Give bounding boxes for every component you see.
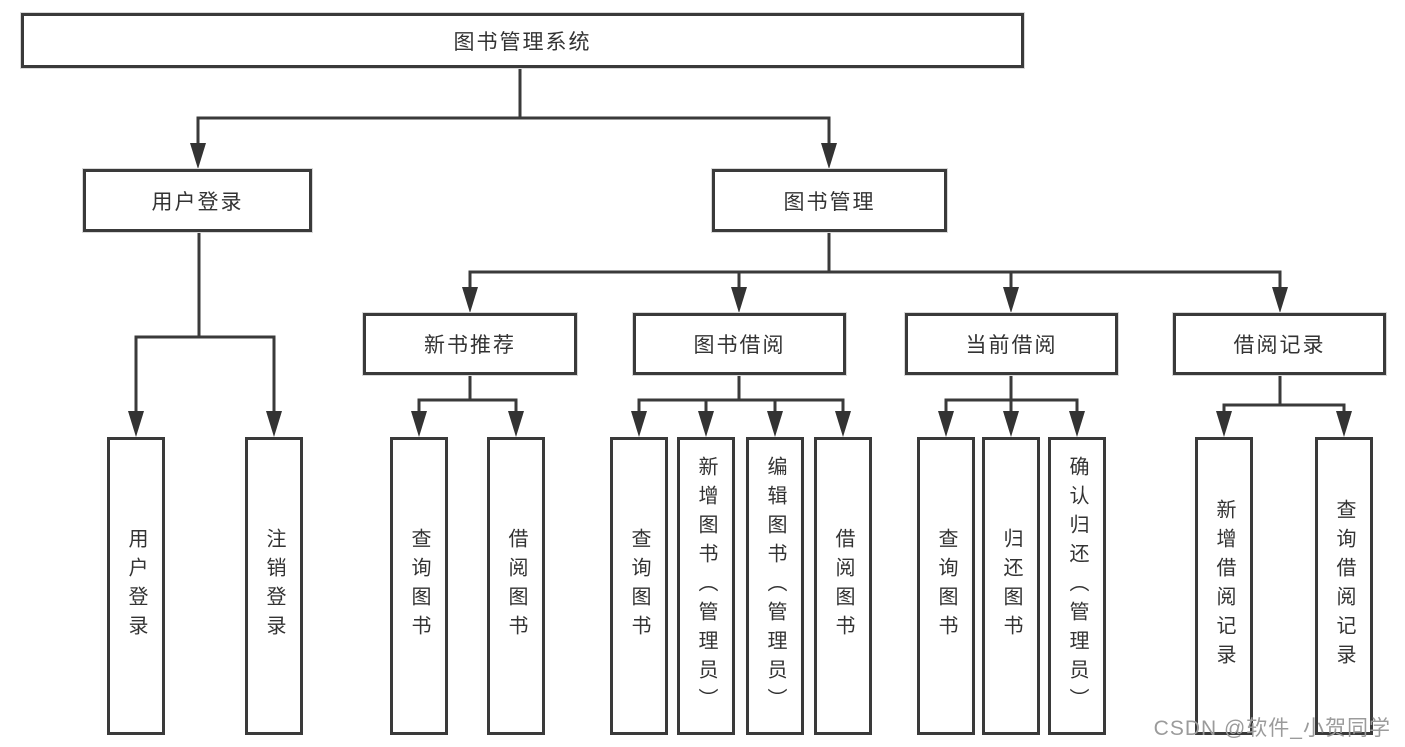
leaf-query-borrow-record: 查询借阅记录 [1315, 437, 1373, 735]
leaf-label: 查询图书 [408, 528, 430, 644]
leaf-add-borrow-record: 新增借阅记录 [1195, 437, 1253, 735]
leaf-label: 查询图书 [628, 528, 650, 644]
node-borrow-records-label: 借阅记录 [1233, 334, 1326, 357]
csdn-watermark: CSDN @软件_小贺同学 [1153, 717, 1391, 740]
leaf-label: 查询借阅记录 [1333, 499, 1355, 673]
leaf-label: 借阅图书 [505, 528, 527, 644]
leaf-logout: 注销登录 [245, 437, 303, 735]
node-new-book-recommend: 新书推荐 [363, 313, 577, 375]
leaf-logout-label: 注销登录 [263, 528, 285, 644]
leaf-borrow-books-2: 借阅图书 [814, 437, 872, 735]
leaf-label: 确认归还（管理员） [1066, 455, 1088, 717]
leaf-borrow-books-recommend: 借阅图书 [487, 437, 545, 735]
node-book-borrow: 图书借阅 [633, 313, 846, 375]
leaf-return-book: 归还图书 [982, 437, 1040, 735]
node-borrow-records: 借阅记录 [1173, 313, 1386, 375]
leaf-query-books-current: 查询图书 [917, 437, 975, 735]
leaf-add-book-admin: 新增图书（管理员） [677, 437, 735, 735]
leaf-query-books-recommend: 查询图书 [390, 437, 448, 735]
leaf-query-books-borrow: 查询图书 [610, 437, 668, 735]
node-user-login-label: 用户登录 [151, 190, 244, 214]
leaf-label: 归还图书 [1000, 528, 1022, 644]
leaf-confirm-return-admin: 确认归还（管理员） [1048, 437, 1106, 735]
leaf-user-login-label: 用户登录 [125, 528, 147, 644]
node-book-management: 图书管理 [712, 169, 947, 232]
root-node-label: 图书管理系统 [453, 30, 592, 54]
leaf-user-login: 用户登录 [107, 437, 165, 735]
node-book-management-label: 图书管理 [783, 190, 876, 214]
leaf-label: 编辑图书（管理员） [764, 455, 786, 717]
node-current-borrow-label: 当前借阅 [965, 334, 1058, 357]
leaf-label: 查询图书 [935, 528, 957, 644]
leaf-label: 借阅图书 [832, 528, 854, 644]
leaf-label: 新增图书（管理员） [695, 455, 717, 717]
leaf-edit-book-admin: 编辑图书（管理员） [746, 437, 804, 735]
node-current-borrow: 当前借阅 [905, 313, 1118, 375]
node-user-login: 用户登录 [83, 169, 312, 232]
leaf-label: 新增借阅记录 [1213, 499, 1235, 673]
node-book-borrow-label: 图书借阅 [693, 334, 786, 357]
node-new-book-recommend-label: 新书推荐 [424, 334, 516, 357]
root-node: 图书管理系统 [21, 13, 1024, 68]
